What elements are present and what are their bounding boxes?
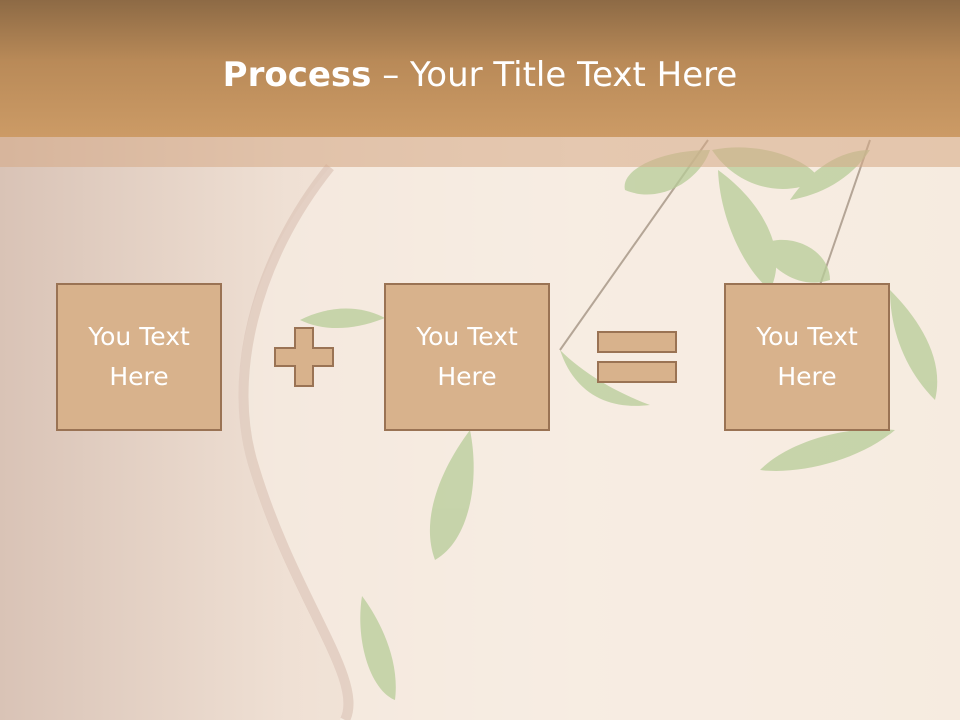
title-separator: – [371, 55, 411, 95]
title-strip [0, 137, 960, 167]
process-box-3-label: You Text Here [756, 322, 858, 391]
process-box-2-label: You Text Here [416, 322, 518, 391]
title-bold: Process [222, 55, 372, 95]
title-rest: Your Title Text Here [410, 55, 738, 95]
equals-icon [597, 331, 677, 383]
slide-title: Process – Your Title Text Here [0, 52, 960, 98]
process-box-3: You Text Here [724, 283, 890, 431]
process-box-2: You Text Here [384, 283, 550, 431]
process-box-1: You Text Here [56, 283, 222, 431]
process-box-1-label: You Text Here [88, 322, 190, 391]
plus-icon [274, 327, 334, 387]
title-bar [0, 0, 960, 137]
